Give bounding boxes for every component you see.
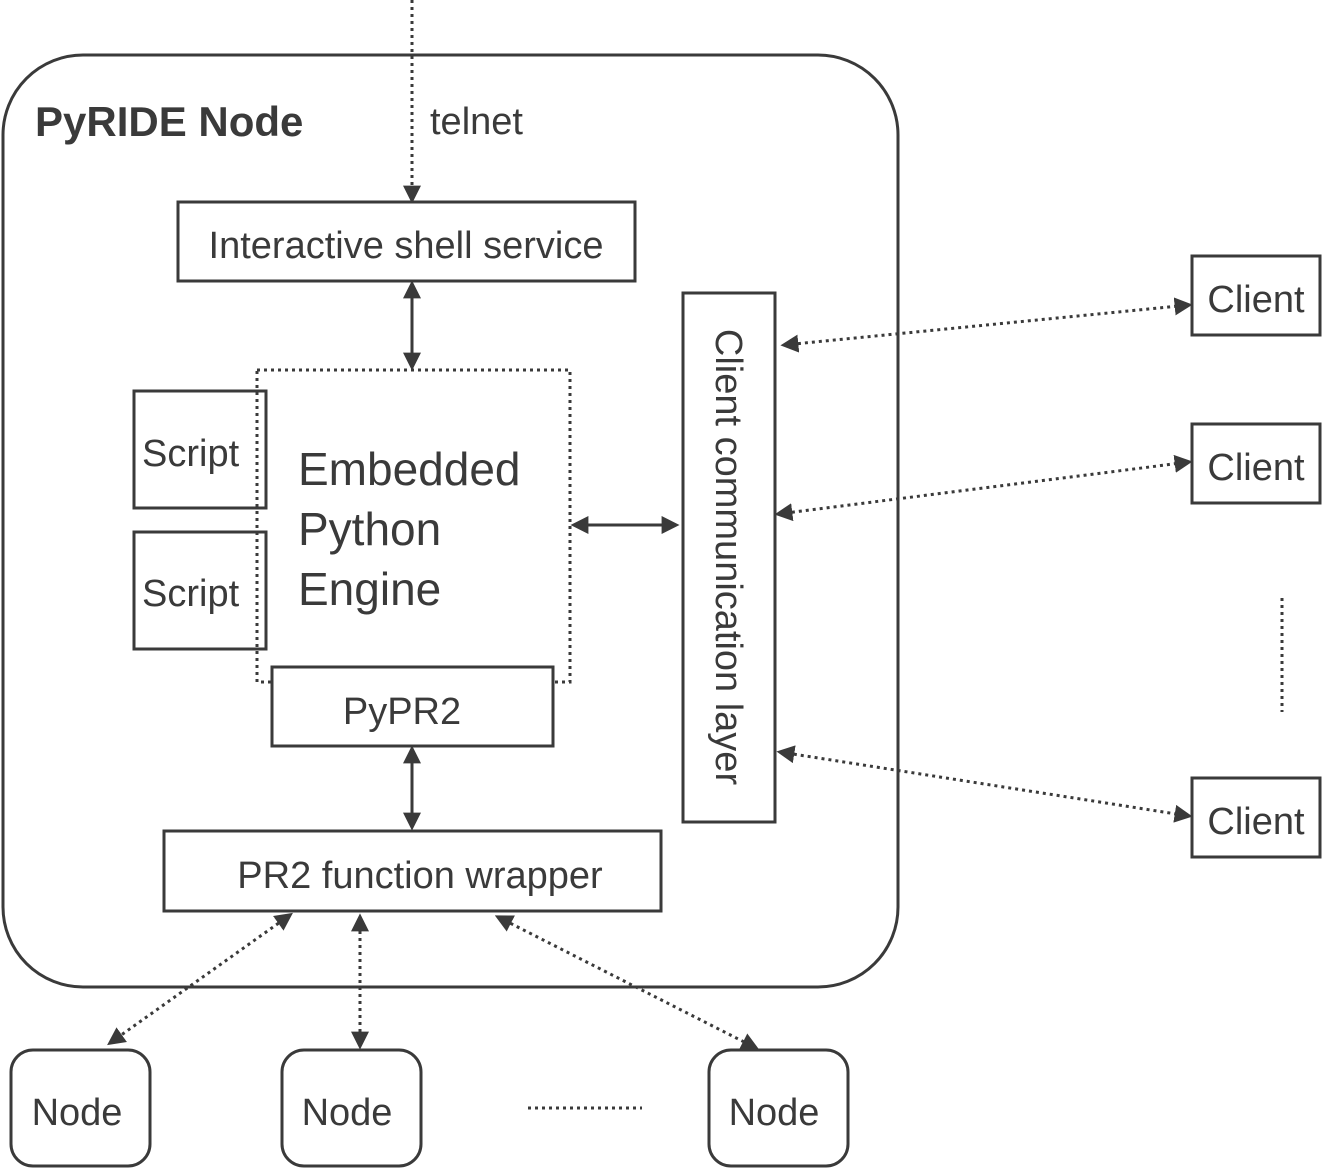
script-label-1: Script [142,433,240,475]
client-connection-3 [776,745,1193,823]
embedded-python-engine-label: Embedded Python Engine [298,443,533,615]
embedded-python-engine-box [255,368,572,684]
client-communication-layer-box [681,291,777,824]
node-box-1 [9,1048,152,1168]
node-label-1: Node [32,1092,123,1134]
client-label-1: Client [1207,279,1305,321]
node-box-2 [280,1048,423,1168]
pypr2-box [270,665,555,748]
script-box-1 [132,389,268,510]
client-communication-layer-label: Client communication layer [707,329,749,786]
client-label-3: Client [1207,801,1305,843]
client-box-3 [1190,776,1322,859]
client-connection-1 [780,297,1193,353]
node-label-3: Node [729,1092,820,1134]
pr2-function-wrapper-box [162,829,663,913]
pyride-node-title: PyRIDE Node [35,98,303,145]
client-box-2 [1190,422,1322,505]
script-label-2: Script [142,573,240,615]
client-box-1 [1190,254,1322,337]
client-connection-2 [774,454,1193,522]
pypr2-label: PyPR2 [343,691,461,733]
interactive-shell-service-label: Interactive shell service [209,225,604,267]
pr2-function-wrapper-label: PR2 function wrapper [237,855,603,897]
interactive-shell-service-box [176,200,637,283]
client-label-2: Client [1207,447,1305,489]
script-box-2 [132,530,268,651]
node-box-3 [707,1048,850,1168]
node-label-2: Node [302,1092,393,1134]
telnet-label: telnet [430,101,523,143]
node-connection-1 [107,912,293,1046]
